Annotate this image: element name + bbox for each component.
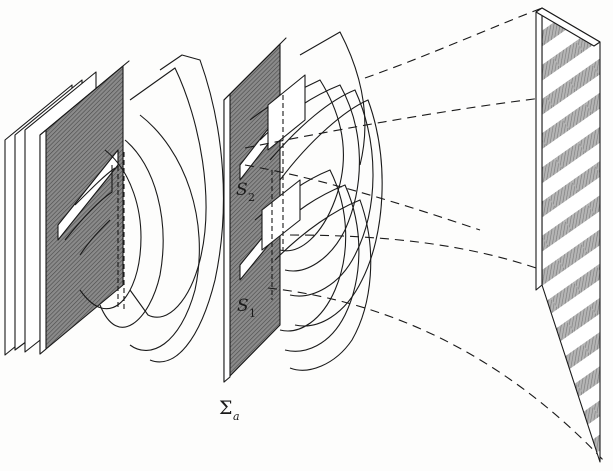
diffracted-wavefronts-1 [64, 54, 224, 363]
dashed-rays [244, 7, 606, 463]
double-slit-plate [223, 37, 287, 383]
label-sigma-a: Σ a [219, 397, 240, 423]
diffracted-wavefronts-2 [249, 31, 383, 371]
label-s1-sub: 1 [249, 307, 256, 320]
observation-screen [535, 7, 601, 463]
single-slit-plate [39, 60, 130, 355]
label-s2-sub: 2 [248, 191, 255, 204]
label-s2: S 2 [236, 180, 255, 204]
label-sigma-main: Σ [219, 397, 232, 419]
label-s1-main: S [237, 296, 249, 316]
label-s2-main: S [236, 180, 248, 200]
label-sigma-sub: a [233, 410, 240, 423]
label-s1: S 1 [237, 296, 256, 320]
